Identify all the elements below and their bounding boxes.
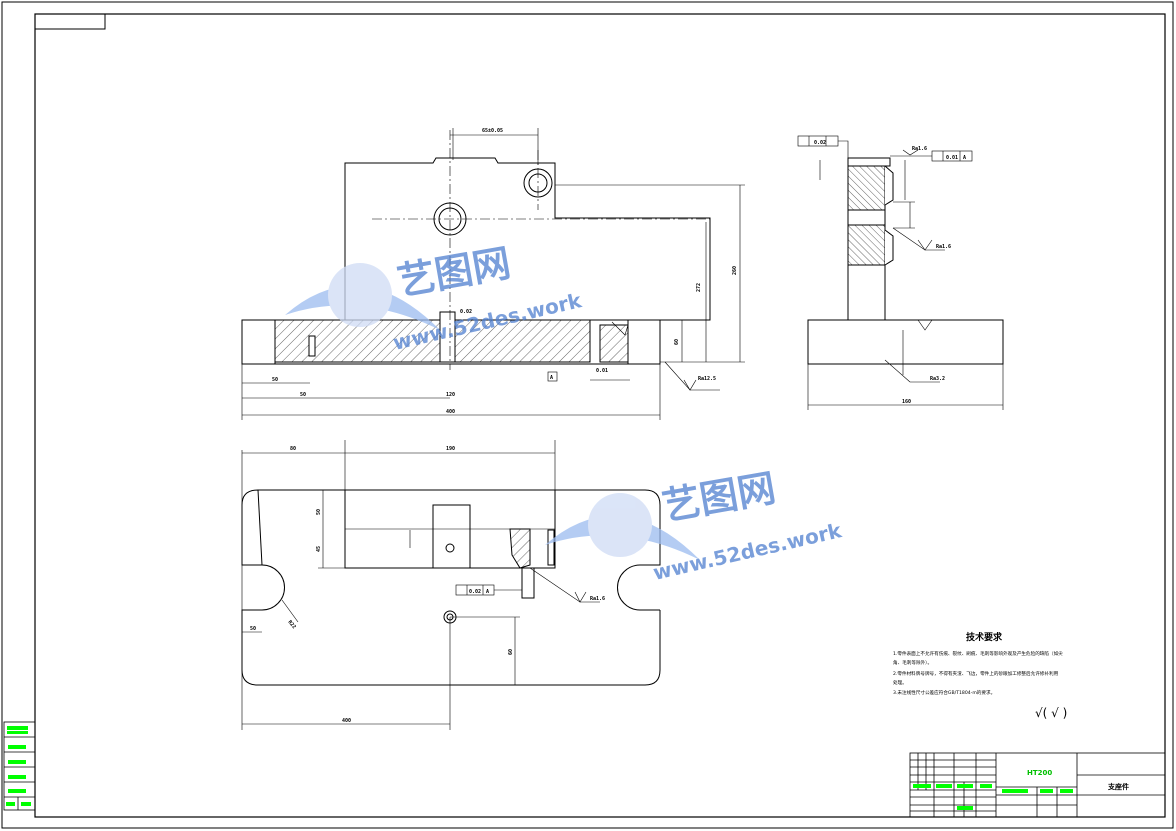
left-margin-table — [3, 721, 36, 811]
dim-depth: 60 — [674, 339, 680, 345]
title-block-code: HT200 — [1027, 769, 1052, 777]
notes-line-1: 1.零件表面上不允许有伤痕、裂纹、刷痕、毛刺等影响外观及产生危险的缺陷（如尖 — [893, 650, 1063, 657]
watermark-brand-2: 艺图网 — [659, 466, 779, 529]
dim-radius: R22 — [286, 619, 296, 630]
side-view-dims: 160 0.02 A 0.01 Ra1.6 Ra1.6 Ra3.2 — [814, 140, 966, 405]
title-block-part-name: 支座件 — [1107, 782, 1129, 791]
dim-plan-slot: 50 — [250, 626, 256, 632]
gdt-side-a: 0.02 — [814, 140, 826, 146]
gdt-side-datum: A — [963, 155, 966, 161]
dim-base-total: 400 — [446, 409, 455, 415]
plan-view-dims: 80 190 400 60 50 45 R22 Ra1.6 0.02 A 50 — [250, 446, 605, 724]
dim-height-a: 272 — [696, 283, 702, 292]
notes-line-3: 2.零件材料牌号牌号，不得有夹渣、飞边，零件上的砂眼加工修整后允许修补利用 — [893, 670, 1059, 677]
dim-top-width: 65±0.05 — [482, 128, 503, 134]
side-view — [797, 135, 1004, 410]
dim-base-left2: 50 — [300, 392, 306, 398]
datum-label-front: A — [550, 375, 553, 381]
watermark-2: 艺图网 www.52des.work — [545, 466, 844, 585]
label-front-chamfer: 0.01 — [596, 368, 608, 374]
inner-border — [34, 13, 1166, 818]
roughness-side-c: Ra3.2 — [930, 376, 945, 382]
gdt-plan-datum: A — [486, 589, 489, 595]
roughness-plan: Ra1.6 — [590, 596, 605, 602]
dim-base-left: 50 — [272, 377, 278, 383]
gdt-side-b: 0.01 — [946, 155, 958, 161]
title-block — [909, 752, 1166, 818]
dim-height-b: 260 — [732, 266, 738, 275]
technical-requirements: 技术要求 1.零件表面上不允许有伤痕、裂纹、刷痕、毛刺等影响外观及产生危险的缺陷… — [893, 631, 1067, 720]
roughness-side-a: Ra1.6 — [912, 146, 927, 152]
dim-plan-top: 190 — [446, 446, 455, 452]
roughness-side-b: Ra1.6 — [936, 244, 951, 250]
roughness-front: Ra12.5 — [698, 376, 716, 382]
dim-plan-total: 400 — [342, 718, 351, 724]
corner-label-box — [34, 13, 106, 30]
watermark-url-2: www.52des.work — [651, 518, 844, 585]
front-view — [241, 128, 745, 420]
dim-side-width: 160 — [902, 399, 911, 405]
datum-box — [547, 371, 558, 382]
plan-view — [241, 440, 661, 730]
notes-line-4: 处理。 — [893, 679, 907, 686]
surface-finish-mark: √( √ ) — [1035, 706, 1067, 720]
left-margin-green-labels — [6, 726, 31, 806]
dim-plan-v2: 45 — [316, 546, 322, 552]
gdt-plan: 0.02 — [469, 589, 481, 595]
title-block-green-labels — [913, 784, 1073, 810]
dim-plan-right: 60 — [508, 649, 514, 655]
front-view-dims: 65±0.05 272 260 60 50 50 120 400 Ra12.5 … — [272, 128, 738, 415]
notes-title: 技术要求 — [966, 631, 1003, 643]
label-front-tol: 0.02 — [460, 309, 472, 315]
notes-line-2: 角、毛刺等除外）。 — [893, 659, 932, 666]
notes-line-5: 3.未注线性尺寸公差应符合GB/T1804-m的要求。 — [893, 689, 995, 696]
dim-plan-left: 80 — [290, 446, 296, 452]
dim-plan-v1: 50 — [316, 509, 322, 515]
dim-base-mid: 120 — [446, 392, 455, 398]
